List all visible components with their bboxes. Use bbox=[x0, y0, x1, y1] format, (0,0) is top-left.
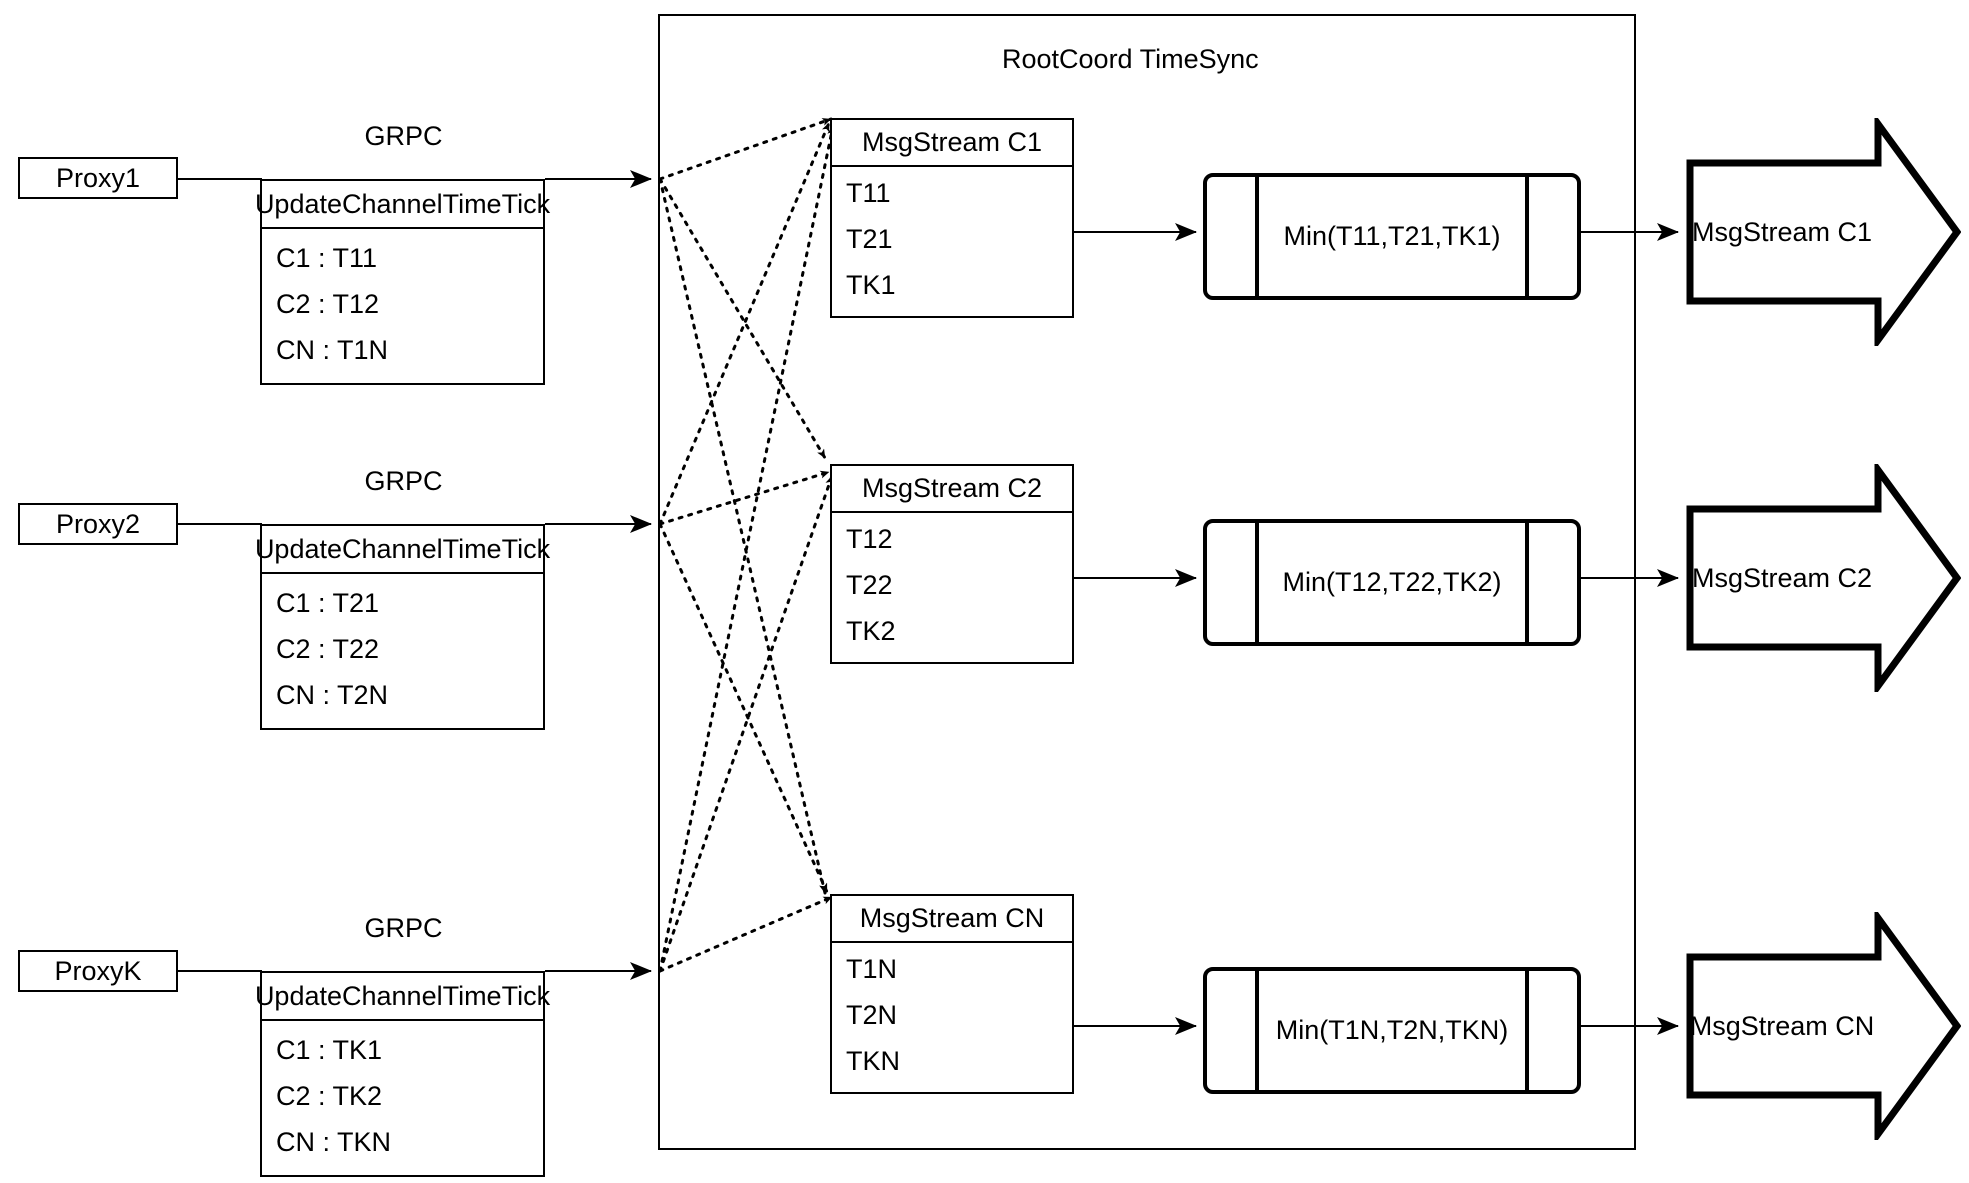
process-right-bar bbox=[1525, 971, 1529, 1090]
msgstream-header: MsgStream C2 bbox=[832, 466, 1072, 513]
min-process-label: Min(T1N,T2N,TKN) bbox=[1275, 1015, 1509, 1045]
msgstream-row: TK2 bbox=[846, 615, 896, 646]
arrow-shape bbox=[1686, 912, 1961, 1140]
grpc-label-3: GRPC bbox=[364, 913, 443, 943]
msgstream-row: T12 bbox=[846, 524, 893, 555]
msgstream-row: T1N bbox=[846, 954, 898, 985]
grpc-label-1: GRPC bbox=[364, 121, 443, 151]
msgstream-row: TKN bbox=[846, 1045, 900, 1076]
update-channel-timetick-table-3: UpdateChannelTimeTick C1 : TK1 C2 : TK2 … bbox=[255, 971, 550, 1177]
min-process-1: Min(T11,T21,TK1) bbox=[1203, 173, 1581, 300]
min-process-label: Min(T12,T22,TK2) bbox=[1282, 567, 1502, 597]
table-row: C2 : TK2 bbox=[276, 1080, 383, 1111]
msgstream-box-c2: MsgStream C2 T12 T22 TK2 bbox=[830, 464, 1074, 664]
msgstream-row: T21 bbox=[846, 223, 893, 254]
proxy-box-1[interactable]: Proxy1 bbox=[18, 157, 178, 199]
table-row: C2 : T22 bbox=[276, 633, 380, 664]
process-right-bar bbox=[1525, 523, 1529, 642]
msgstream-box-cn: MsgStream CN T1N T2N TKN bbox=[830, 894, 1074, 1094]
min-process-label: Min(T11,T21,TK1) bbox=[1283, 221, 1501, 251]
table-body: C1 : TK1 C2 : TK2 CN : TKN bbox=[262, 1021, 543, 1175]
table-row: C1 : T11 bbox=[276, 242, 378, 273]
process-left-bar bbox=[1255, 971, 1259, 1090]
output-arrow-c2: MsgStream C2 bbox=[1686, 464, 1961, 692]
arrow-shape bbox=[1686, 464, 1961, 692]
msgstream-row: T2N bbox=[846, 999, 898, 1030]
msgstream-body: T12 T22 TK2 bbox=[832, 513, 1072, 662]
output-arrow-label: MsgStream CN bbox=[1689, 1010, 1875, 1041]
process-right-bar bbox=[1525, 177, 1529, 296]
rootcoord-timesync-title: RootCoord TimeSync bbox=[1002, 44, 1259, 74]
arrow-shape bbox=[1686, 118, 1961, 346]
table-row: CN : T1N bbox=[276, 334, 389, 365]
process-left-bar bbox=[1255, 177, 1259, 296]
msgstream-row: T11 bbox=[846, 178, 891, 209]
msgstream-body: T1N T2N TKN bbox=[832, 943, 1072, 1092]
table-body: C1 : T11 C2 : T12 CN : T1N bbox=[262, 229, 543, 383]
output-arrow-label: MsgStream C2 bbox=[1691, 562, 1873, 593]
table-row: C1 : T21 bbox=[276, 587, 380, 618]
output-arrow-label: MsgStream C1 bbox=[1691, 216, 1873, 247]
min-process-2: Min(T12,T22,TK2) bbox=[1203, 519, 1581, 646]
table-header: UpdateChannelTimeTick bbox=[255, 973, 550, 1021]
msgstream-header: MsgStream C1 bbox=[832, 120, 1072, 167]
update-channel-timetick-table-2: UpdateChannelTimeTick C1 : T21 C2 : T22 … bbox=[255, 524, 550, 730]
min-process-n: Min(T1N,T2N,TKN) bbox=[1203, 967, 1581, 1094]
table-body: C1 : T21 C2 : T22 CN : T2N bbox=[262, 574, 543, 728]
msgstream-row: TK1 bbox=[846, 269, 896, 300]
proxy-box-3[interactable]: ProxyK bbox=[18, 950, 178, 992]
process-left-bar bbox=[1255, 523, 1259, 642]
output-arrow-c1: MsgStream C1 bbox=[1686, 118, 1961, 346]
update-channel-timetick-table-1: UpdateChannelTimeTick C1 : T11 C2 : T12 … bbox=[255, 179, 550, 385]
proxy-box-2[interactable]: Proxy2 bbox=[18, 503, 178, 545]
table-row: C2 : T12 bbox=[276, 288, 380, 319]
msgstream-box-c1: MsgStream C1 T11 T21 TK1 bbox=[830, 118, 1074, 318]
table-row: CN : TKN bbox=[276, 1126, 392, 1157]
table-header: UpdateChannelTimeTick bbox=[255, 181, 550, 229]
rootcoord-timesync-container bbox=[658, 14, 1636, 1150]
msgstream-row: T22 bbox=[846, 569, 893, 600]
msgstream-header: MsgStream CN bbox=[832, 896, 1072, 943]
msgstream-body: T11 T21 TK1 bbox=[832, 167, 1072, 316]
grpc-label-2: GRPC bbox=[364, 466, 443, 496]
table-header: UpdateChannelTimeTick bbox=[255, 526, 550, 574]
table-row: CN : T2N bbox=[276, 679, 389, 710]
output-arrow-cn: MsgStream CN bbox=[1686, 912, 1961, 1140]
table-row: C1 : TK1 bbox=[276, 1034, 383, 1065]
